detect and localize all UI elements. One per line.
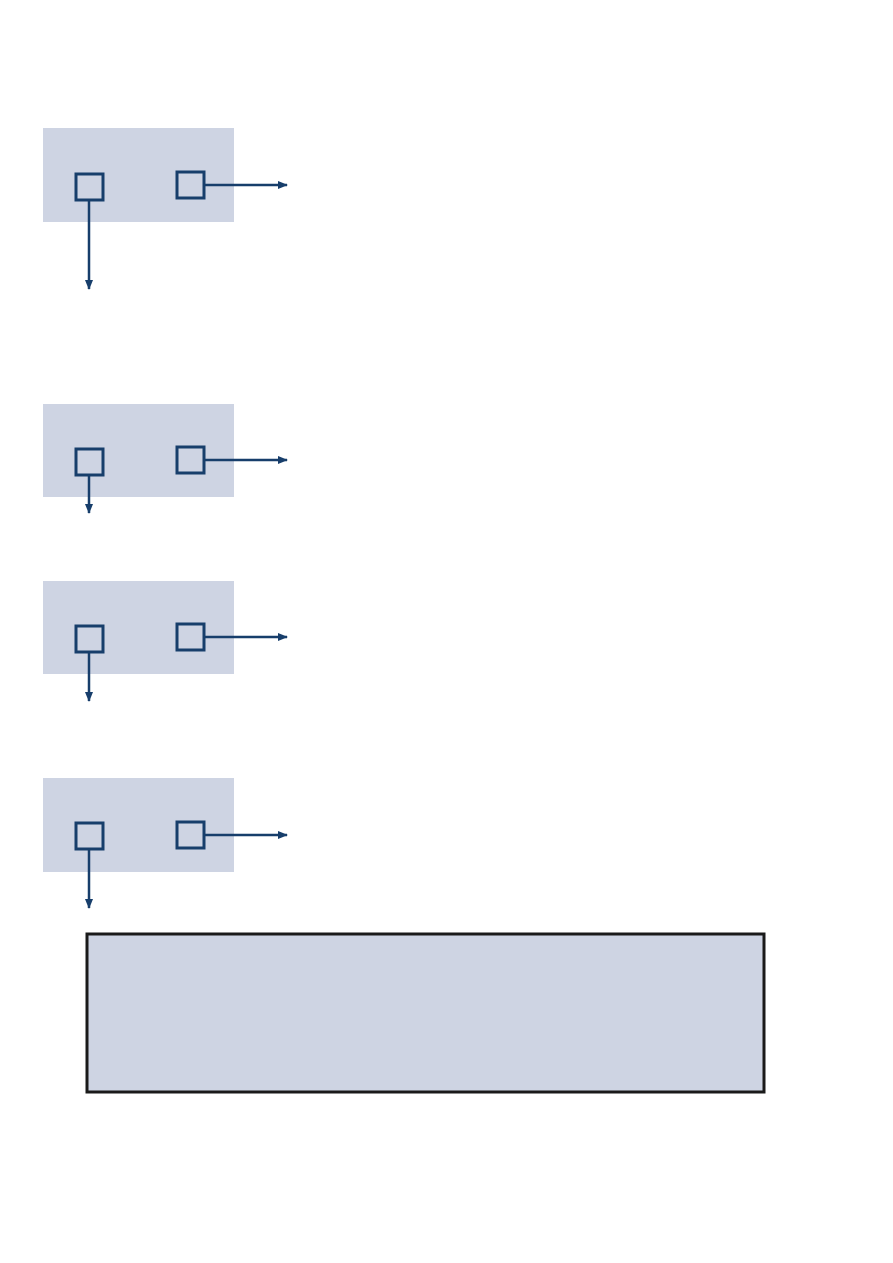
decision-stage-3 (43, 581, 288, 702)
decision-stage-4 (43, 778, 288, 909)
decision-stage-1 (43, 128, 288, 290)
decision-stage-2 (43, 404, 288, 514)
result-box (85, 932, 766, 1094)
